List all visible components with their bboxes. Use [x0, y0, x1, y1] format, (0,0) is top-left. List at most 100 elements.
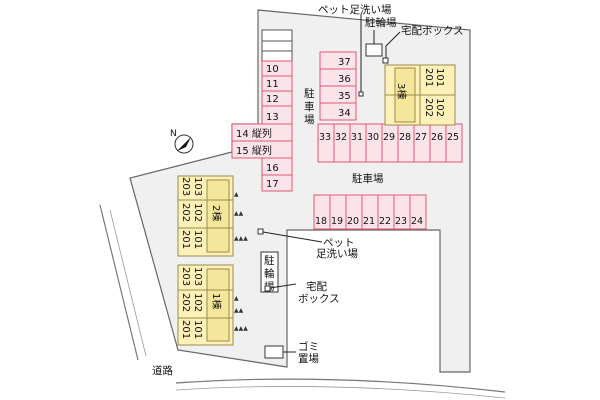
parking-slot-label: 18: [315, 216, 327, 227]
pet-wash-label-mid: 足洗い場: [316, 247, 358, 260]
pet-wash-top-marker: [358, 91, 364, 97]
north-arrow: N: [170, 129, 194, 154]
room-label: 102: [192, 203, 203, 222]
parking-slot: [429, 123, 447, 163]
parking-slot-label: 11: [266, 79, 279, 90]
parking-label-vertical: 場: [304, 113, 315, 126]
delivery-box-top-marker: [382, 57, 389, 64]
parking-slot-label: 35: [338, 91, 351, 102]
delivery-box-label-mid: ボックス: [298, 293, 340, 305]
parking-slot-empty: [261, 40, 293, 52]
parking-slot-label: 17: [266, 179, 279, 190]
parking-slot-label: 13: [266, 112, 279, 123]
room-label: 101: [192, 320, 203, 339]
svg-text:▲▲▲: ▲▲▲: [234, 325, 248, 332]
parking-slot: [365, 123, 383, 163]
pet-wash-label-mid: ペット: [323, 237, 355, 249]
parking-slot: [333, 123, 351, 163]
delivery-box-label-top: 宅配ボックス: [401, 24, 464, 37]
parking-slot-label: 25: [447, 132, 459, 143]
room-label: 201: [423, 68, 434, 87]
room-label: 103: [192, 177, 203, 196]
room-label: 202: [180, 293, 191, 312]
parking-upper-right: 37 36 35 34: [319, 51, 357, 121]
room-label: 101: [434, 68, 445, 87]
parking-slot: [413, 123, 431, 163]
garbage-label: ゴミ: [298, 340, 319, 353]
garbage-label: 置場: [298, 352, 319, 365]
room-label: 101: [192, 230, 203, 249]
parking-label-vertical: 駐: [304, 87, 315, 100]
bike-parking-label-mid: 駐: [264, 254, 275, 267]
parking-slot: [261, 174, 293, 192]
parking-slot-label: 24: [411, 216, 423, 227]
bike-parking-mid: [260, 251, 279, 293]
parking-slot-label: 32: [335, 132, 347, 143]
road-line-left: [99, 204, 139, 361]
parking-slot-label: 10: [266, 64, 279, 75]
room-label: 103: [192, 267, 203, 286]
parking-slot: [349, 123, 367, 163]
parking-slot-label: 15 縦列: [236, 144, 272, 157]
parking-slot: [397, 123, 415, 163]
svg-text:▲▲▲: ▲▲▲: [234, 235, 248, 242]
building-3-name: 3棟: [395, 83, 408, 99]
parking-slot-label: 20: [347, 216, 359, 227]
svg-text:▲▲: ▲▲: [234, 307, 244, 314]
bike-parking-top: [365, 43, 383, 57]
parking-slot-label: 28: [399, 132, 411, 143]
parking-slot-label: 31: [351, 132, 363, 143]
parking-slot: [317, 123, 335, 163]
parking-label-vertical: 車: [304, 100, 315, 113]
bike-parking-label-top: 駐輪場: [365, 16, 397, 29]
parking-slot: [409, 194, 427, 230]
building-3: 3棟 201 101 202 102: [384, 64, 456, 126]
room-label: 102: [192, 293, 203, 312]
parking-slot-label: 29: [383, 132, 395, 143]
svg-text:▲▲: ▲▲: [234, 210, 244, 217]
road-line-bottom: [175, 378, 506, 393]
parking-slot-label: 14 縦列: [236, 127, 272, 140]
parking-slot-label: 37: [338, 57, 351, 68]
parking-label-center: 駐車場: [352, 172, 384, 185]
parking-slot: [381, 123, 399, 163]
parking-slot-label: 19: [331, 216, 343, 227]
parking-slot-label: 34: [338, 108, 351, 119]
road-label: 道路: [152, 364, 173, 377]
room-label: 202: [180, 203, 191, 222]
building-1: 203 103 202 102 201 101 1棟 ▲ ▲▲ ▲▲▲: [177, 264, 248, 346]
room-label: 202: [423, 98, 434, 117]
room-label: 102: [434, 98, 445, 117]
pet-wash-label-top: ペット足洗い場: [318, 3, 392, 16]
room-label: 201: [180, 320, 191, 339]
delivery-box-mid-marker: [264, 285, 271, 292]
garbage-area: [264, 345, 284, 359]
parking-slot-label: 33: [319, 132, 331, 143]
road-line-left-inner: [109, 209, 147, 357]
parking-slot: [445, 123, 463, 163]
building-1-name: 1棟: [210, 293, 223, 309]
room-label: 203: [180, 177, 191, 196]
room-label: 201: [180, 230, 191, 249]
parking-slot-label: 27: [415, 132, 427, 143]
bike-parking-label-mid: 輪: [264, 267, 275, 280]
parking-slot-label: 21: [363, 216, 375, 227]
pet-wash-mid-marker: [257, 228, 264, 235]
parking-slot: [319, 102, 357, 121]
parking-slot-empty: [261, 50, 293, 62]
svg-text:▲: ▲: [234, 191, 239, 198]
delivery-box-label-mid: 宅配: [306, 280, 327, 293]
parking-slot-label: 30: [367, 132, 379, 143]
parking-slot-label: 12: [266, 94, 279, 105]
building-2: 203 103 202 102 201 101 2棟 ▲ ▲▲ ▲▲▲: [177, 175, 248, 257]
north-label: N: [170, 129, 177, 139]
svg-text:▲: ▲: [234, 295, 239, 302]
room-label: 203: [180, 267, 191, 286]
road-line-bottom-inner: [175, 386, 506, 399]
parking-slot-label: 23: [395, 216, 407, 227]
parking-slot-label: 36: [338, 74, 351, 85]
